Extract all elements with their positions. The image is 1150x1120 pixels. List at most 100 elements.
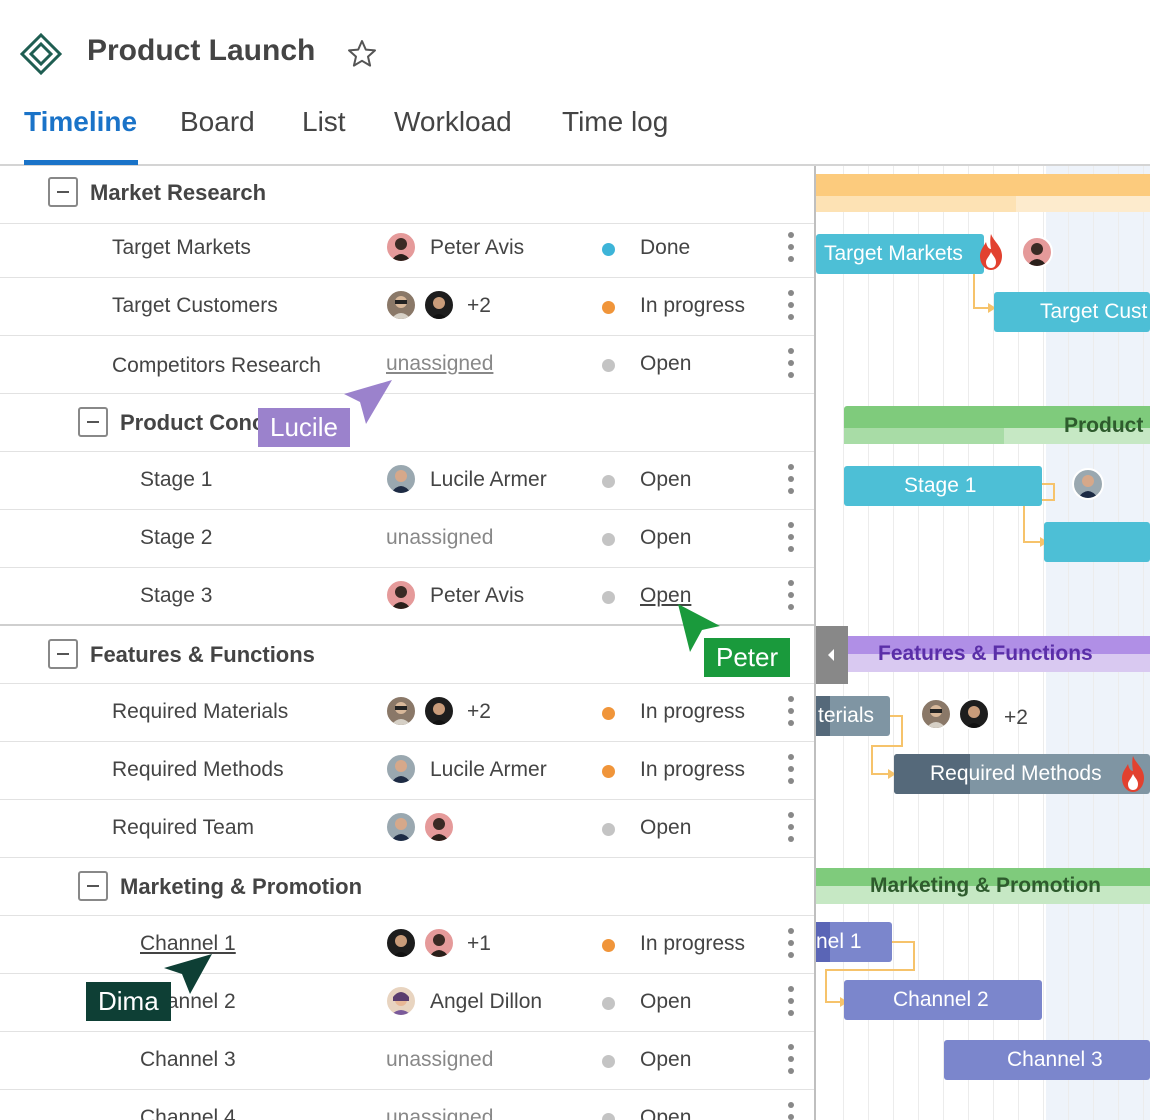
more-options-icon[interactable] bbox=[785, 580, 797, 614]
avatar[interactable] bbox=[423, 927, 455, 959]
avatar[interactable] bbox=[423, 695, 455, 727]
task-name[interactable]: Required Team bbox=[112, 816, 255, 839]
more-options-icon[interactable] bbox=[785, 522, 797, 556]
task-row[interactable]: Required Methods Lucile Armer In progres… bbox=[0, 742, 815, 800]
task-name[interactable]: Required Methods bbox=[112, 758, 284, 781]
collapse-toggle[interactable] bbox=[48, 639, 78, 669]
status-text[interactable]: In progress bbox=[640, 700, 746, 723]
tab-time-log[interactable]: Time log bbox=[562, 106, 669, 137]
avatar[interactable] bbox=[385, 927, 417, 959]
task-name[interactable]: Stage 2 bbox=[140, 526, 213, 549]
collapse-toggle[interactable] bbox=[78, 407, 108, 437]
task-name[interactable]: Channel 3 bbox=[140, 1048, 236, 1071]
group-bar-marketing-promotion[interactable] bbox=[816, 868, 1150, 886]
gantt-bar-required-materials[interactable]: terials bbox=[816, 696, 890, 736]
task-name[interactable]: Channel 4 bbox=[140, 1106, 236, 1120]
extra-assignees-count[interactable]: +2 bbox=[1004, 706, 1028, 729]
task-name[interactable]: Stage 1 bbox=[140, 468, 213, 491]
task-row[interactable]: Required Team Open bbox=[0, 800, 815, 858]
more-options-icon[interactable] bbox=[785, 928, 797, 962]
star-icon[interactable] bbox=[346, 38, 378, 70]
collapse-toggle[interactable] bbox=[48, 177, 78, 207]
gantt-bar-stage-2[interactable] bbox=[1044, 522, 1150, 562]
gantt-bar-required-methods[interactable]: Required Methods bbox=[894, 754, 1150, 794]
gantt-bar-target-customers[interactable]: Target Cust bbox=[994, 292, 1150, 332]
task-name[interactable]: Required Materials bbox=[112, 700, 289, 723]
group-name[interactable]: Features & Functions bbox=[90, 642, 315, 667]
more-options-icon[interactable] bbox=[785, 696, 797, 730]
assignee-name[interactable]: Lucile Armer bbox=[430, 468, 547, 491]
collapse-toggle[interactable] bbox=[78, 871, 108, 901]
group-name[interactable]: Product Conc bbox=[120, 410, 265, 435]
avatar[interactable] bbox=[385, 289, 417, 321]
task-name[interactable]: Channel 1 bbox=[140, 932, 236, 955]
status-text[interactable]: Open bbox=[640, 816, 692, 839]
assignee-name[interactable]: Peter Avis bbox=[430, 584, 525, 607]
avatar[interactable] bbox=[385, 579, 417, 611]
assignee-unassigned[interactable]: unassigned bbox=[386, 1048, 494, 1071]
task-name[interactable]: Competitors Research bbox=[112, 354, 321, 377]
task-row[interactable]: Channel 3 unassigned Open bbox=[0, 1032, 815, 1090]
status-text[interactable]: Open bbox=[640, 990, 692, 1013]
task-row[interactable]: Channel 4 unassigned Open bbox=[0, 1090, 815, 1120]
extra-assignees-count[interactable]: +1 bbox=[467, 932, 491, 955]
more-options-icon[interactable] bbox=[785, 348, 797, 382]
gantt-bar-channel-3[interactable]: Channel 3 bbox=[944, 1040, 1150, 1080]
assignee-unassigned[interactable]: unassigned bbox=[386, 352, 494, 375]
collapse-panel-button[interactable] bbox=[816, 626, 848, 684]
assignee-name[interactable]: Lucile Armer bbox=[430, 758, 547, 781]
avatar[interactable] bbox=[1072, 468, 1104, 500]
gantt-bar-channel-2[interactable]: Channel 2 bbox=[844, 980, 1042, 1020]
task-row[interactable]: Competitors Research unassigned Open bbox=[0, 336, 815, 394]
tab-workload[interactable]: Workload bbox=[394, 106, 512, 137]
extra-assignees-count[interactable]: +2 bbox=[467, 700, 491, 723]
status-text[interactable]: In progress bbox=[640, 294, 746, 317]
status-text[interactable]: Open bbox=[640, 584, 692, 607]
avatar[interactable] bbox=[385, 695, 417, 727]
status-text[interactable]: In progress bbox=[640, 932, 746, 955]
pane-divider[interactable] bbox=[814, 166, 816, 1120]
avatar[interactable] bbox=[385, 985, 417, 1017]
avatar[interactable] bbox=[385, 463, 417, 495]
status-text[interactable]: Done bbox=[640, 236, 691, 259]
assignee-unassigned[interactable]: unassigned bbox=[386, 526, 494, 549]
tab-board[interactable]: Board bbox=[180, 106, 255, 137]
status-text[interactable]: Open bbox=[640, 526, 692, 549]
task-name[interactable]: Stage 3 bbox=[140, 584, 213, 607]
task-name[interactable]: Target Markets bbox=[112, 236, 251, 259]
task-name[interactable]: Target Customers bbox=[112, 294, 278, 317]
task-row[interactable]: Stage 3 Peter Avis Open bbox=[0, 568, 815, 626]
avatar[interactable] bbox=[423, 811, 455, 843]
more-options-icon[interactable] bbox=[785, 754, 797, 788]
more-options-icon[interactable] bbox=[785, 1044, 797, 1078]
status-text[interactable]: Open bbox=[640, 1106, 692, 1120]
more-options-icon[interactable] bbox=[785, 464, 797, 498]
avatar[interactable] bbox=[958, 698, 990, 730]
status-text[interactable]: Open bbox=[640, 468, 692, 491]
tab-list[interactable]: List bbox=[302, 106, 346, 137]
avatar[interactable] bbox=[423, 289, 455, 321]
group-bar-market-research[interactable] bbox=[816, 174, 1150, 196]
more-options-icon[interactable] bbox=[785, 232, 797, 266]
avatar[interactable] bbox=[920, 698, 952, 730]
status-text[interactable]: Open bbox=[640, 1048, 692, 1071]
more-options-icon[interactable] bbox=[785, 1102, 797, 1120]
task-row[interactable]: Target Customers +2 In progress bbox=[0, 278, 815, 336]
gantt-bar-target-markets[interactable]: Target Markets bbox=[816, 234, 984, 274]
group-bar-product-concept[interactable]: Product bbox=[844, 406, 1150, 444]
extra-assignees-count[interactable]: +2 bbox=[467, 294, 491, 317]
task-row[interactable]: Target Markets Peter Avis Done bbox=[0, 220, 815, 278]
task-row[interactable]: Stage 1 Lucile Armer Open bbox=[0, 452, 815, 510]
avatar[interactable] bbox=[1021, 236, 1053, 268]
assignee-name[interactable]: Angel Dillon bbox=[430, 990, 543, 1013]
assignee-unassigned[interactable]: unassigned bbox=[386, 1106, 494, 1120]
avatar[interactable] bbox=[385, 231, 417, 263]
avatar[interactable] bbox=[385, 753, 417, 785]
gantt-bar-channel-1[interactable]: nel 1 bbox=[816, 922, 892, 962]
more-options-icon[interactable] bbox=[785, 986, 797, 1020]
more-options-icon[interactable] bbox=[785, 290, 797, 324]
group-name[interactable]: Market Research bbox=[90, 180, 267, 205]
more-options-icon[interactable] bbox=[785, 812, 797, 846]
gantt-bar-stage-1[interactable]: Stage 1 bbox=[844, 466, 1042, 506]
task-row[interactable]: Stage 2 unassigned Open bbox=[0, 510, 815, 568]
